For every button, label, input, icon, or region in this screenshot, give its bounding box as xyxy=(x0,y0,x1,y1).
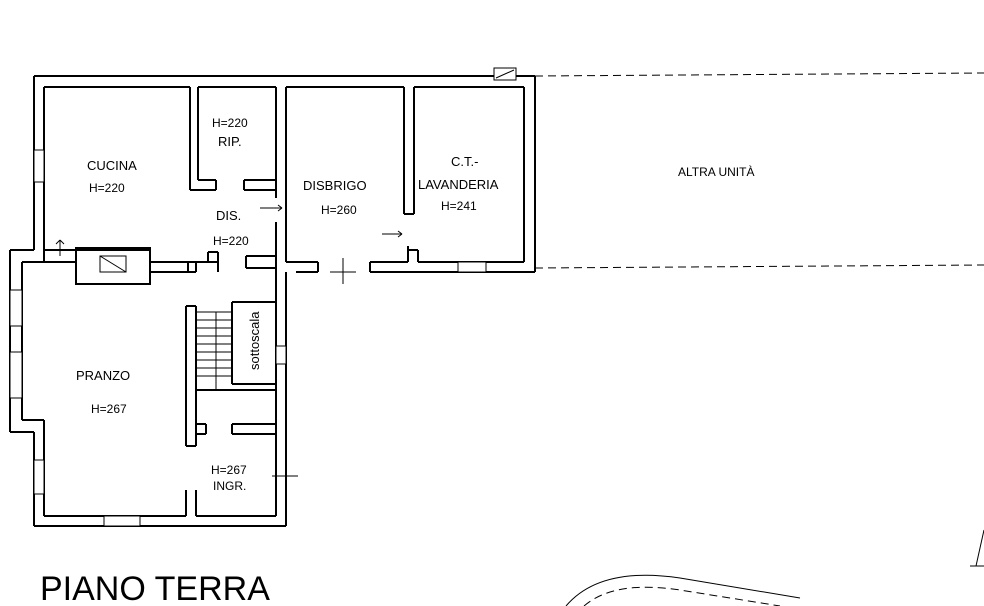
door-marks xyxy=(55,204,403,500)
cucina-height: H=220 xyxy=(89,181,125,195)
altra-unita-boundary xyxy=(534,72,984,269)
disbrigo-height: H=260 xyxy=(321,203,357,217)
ct-height: H=241 xyxy=(441,199,477,213)
rip-height: H=220 xyxy=(212,116,248,130)
ingr-label: INGR. xyxy=(213,479,246,493)
ingr-height: H=267 xyxy=(211,463,247,477)
interior-walls xyxy=(44,87,419,447)
ct-label-line1: C.T.- xyxy=(451,154,478,169)
floor-title: PIANO TERRA xyxy=(40,570,270,606)
dis-label: DIS. xyxy=(216,208,241,223)
sottoscala-label: sottoscala xyxy=(247,311,262,370)
altra-unita-label: ALTRA UNITÀ xyxy=(678,164,754,179)
disbrigo-label: DISBRIGO xyxy=(303,178,367,193)
ct-label-line2: LAVANDERIA xyxy=(418,177,499,192)
stair xyxy=(196,311,232,390)
site-lines xyxy=(565,529,984,606)
cucina-label: CUCINA xyxy=(87,158,137,173)
pranzo-label: PRANZO xyxy=(76,368,130,383)
pranzo-height: H=267 xyxy=(91,402,127,416)
dis-height: H=220 xyxy=(213,234,249,248)
rip-label: RIP. xyxy=(218,134,242,149)
windows xyxy=(9,67,517,527)
